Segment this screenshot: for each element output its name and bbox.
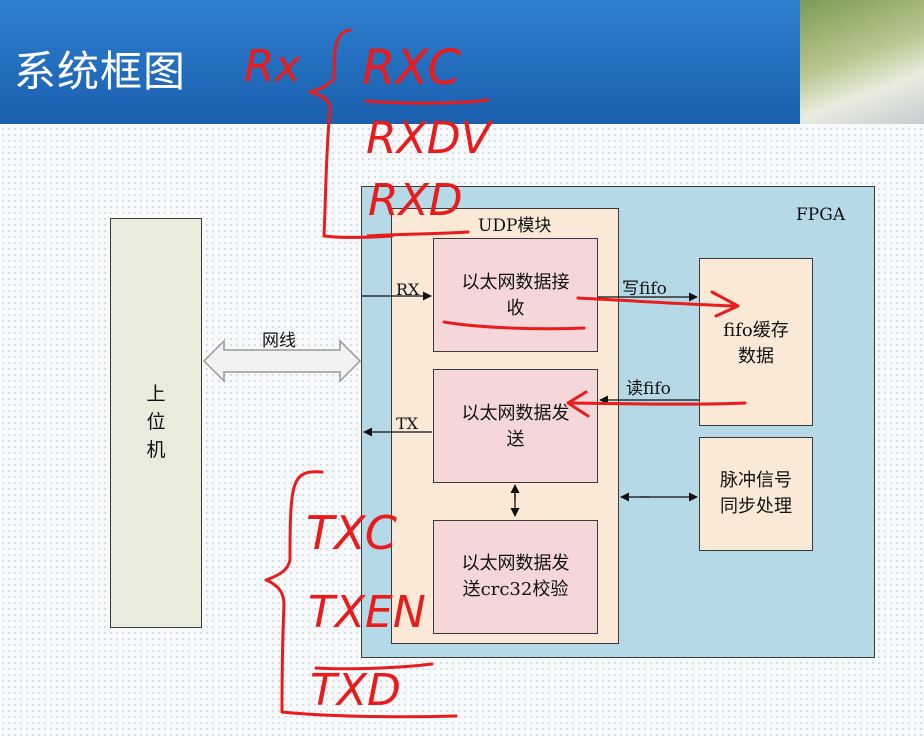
fifo-buffer-label: fifo缓存 数据 [723, 320, 789, 367]
rx-note: Rx [244, 41, 301, 92]
handwritten-annotations [264, 28, 747, 719]
ethernet-tx-block [433, 369, 598, 483]
txc-note: TXC [306, 506, 397, 560]
ethernet-tx-label: 以太网数据发 送 [461, 403, 570, 450]
pulse-sync-block [699, 437, 813, 551]
fifo-buffer-block [699, 258, 813, 426]
ethernet-crc-block [433, 520, 598, 634]
write-fifo-label: 写fifo [622, 279, 667, 299]
ethernet-rx-label: 以太网数据接 收 [461, 272, 570, 319]
cable-double-arrow [202, 339, 362, 383]
tx-signal-label: TX [396, 414, 419, 433]
host-computer-label: 上 位 机 [146, 383, 166, 461]
pulse-sync-label: 脉冲信号 同步处理 [720, 470, 792, 517]
slide-title: 系统框图 [14, 47, 187, 96]
udp-module-label: UDP模块 [478, 216, 552, 236]
host-computer-block [110, 218, 202, 628]
header-photo [800, 0, 924, 124]
rxd-note: RXD [368, 175, 463, 226]
ethernet-rx-block [433, 238, 598, 352]
rxdv-note: RXDV [366, 113, 491, 164]
rxc-note: RXC [362, 40, 461, 96]
rx-signal-label: RX [396, 280, 420, 299]
txen-note: TXEN [308, 587, 426, 638]
read-fifo-label: 读fifo [626, 379, 671, 399]
cable-label: 网线 [262, 331, 296, 351]
txd-note: TXD [310, 665, 401, 716]
fpga-label: FPGA [796, 205, 846, 225]
ethernet-crc-label: 以太网数据发 送crc32校验 [461, 553, 570, 600]
